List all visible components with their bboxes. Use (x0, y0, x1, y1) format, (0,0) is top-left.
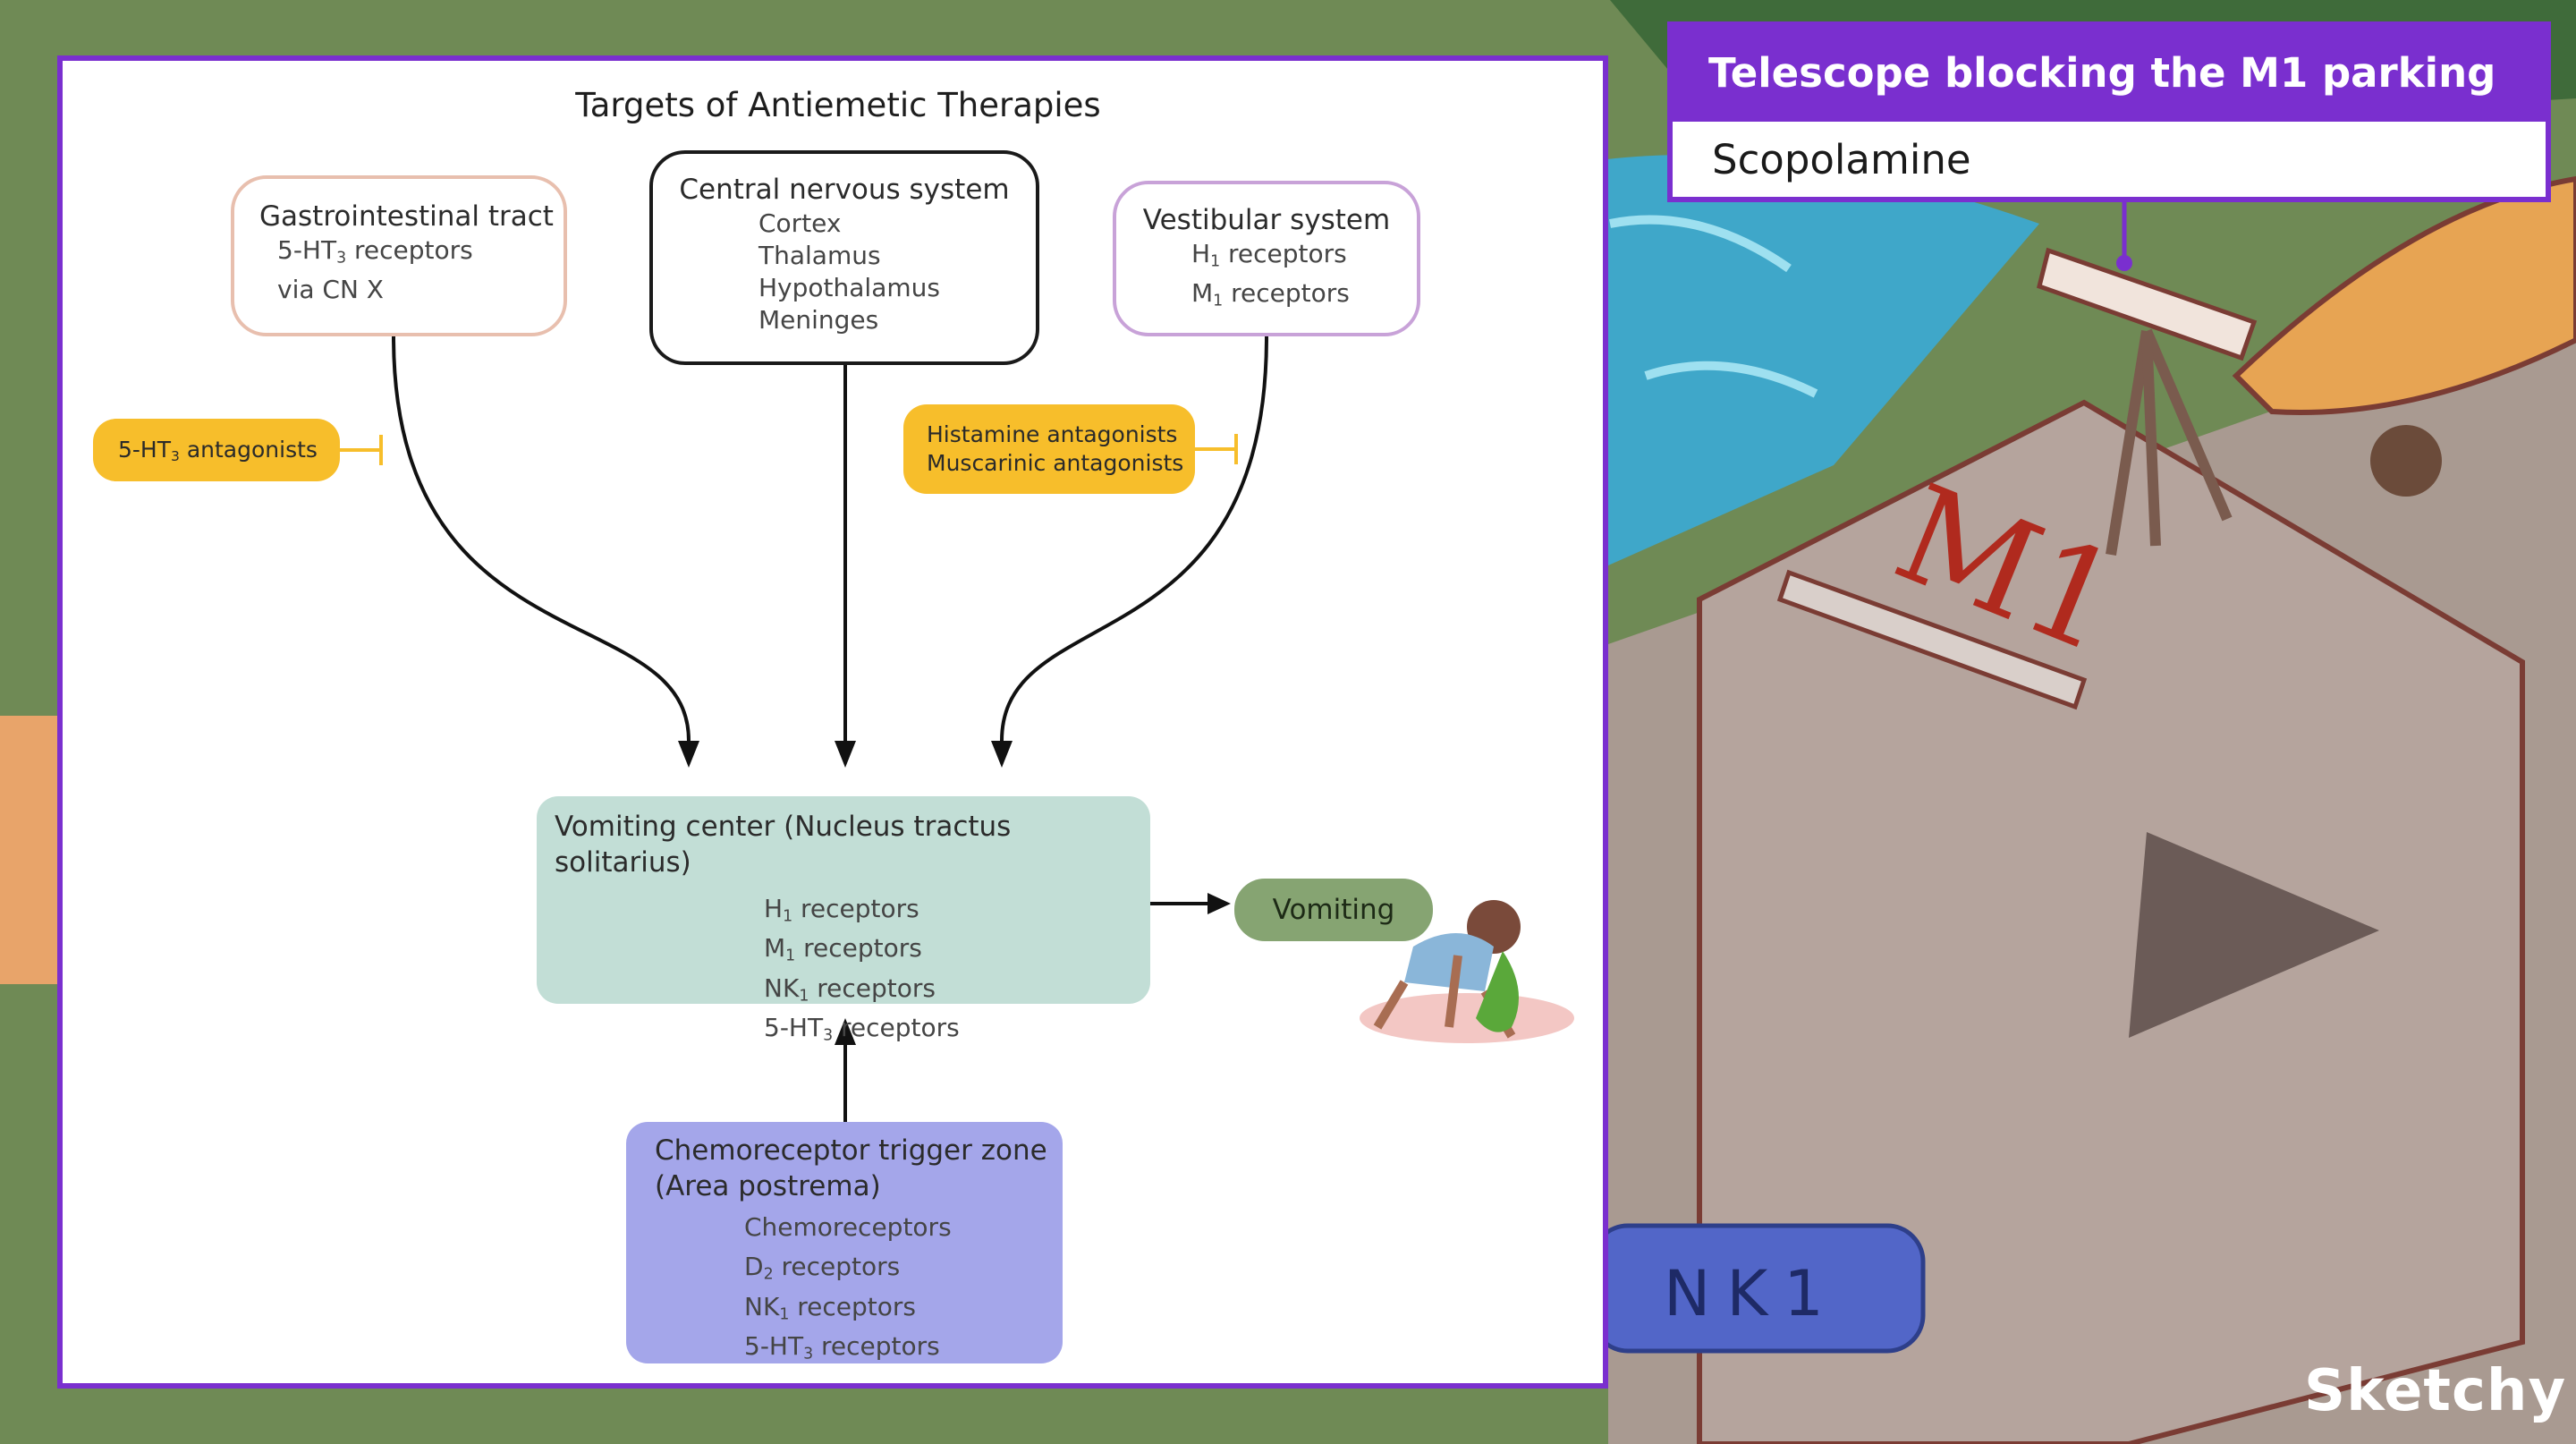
arrowhead-cns (835, 741, 856, 768)
vomiting-center-item: NK1 receptors (764, 973, 936, 1005)
parking-platform (1697, 399, 2525, 1444)
gi-tract-box: Gastrointestinal tract 5-HT3 receptors v… (231, 175, 567, 336)
arrowhead-vomiting (1208, 893, 1231, 914)
cns-item: Thalamus (758, 241, 881, 270)
parking-curb (1776, 569, 2088, 710)
gi-tract-item: via CN X (277, 275, 384, 305)
vomiting-center-box: Vomiting center (Nucleus tractus solitar… (537, 796, 1150, 1044)
telescope (2037, 247, 2258, 556)
caption-title: Telescope blocking the M1 parking spot (1673, 27, 2546, 190)
ctz-item: Chemoreceptors (744, 1212, 952, 1242)
diagram-card: Targets of Antiemetic Therapies Gastroin… (57, 55, 1608, 1389)
vomiting-label: Vomiting (1234, 879, 1433, 941)
vestibular-item: H1 receptors (1191, 239, 1347, 271)
ctz-box: Chemoreceptor trigger zone (Area postrem… (626, 1122, 1063, 1363)
drug-5ht3-antagonists: 5-HT3 antagonists (93, 419, 340, 481)
diagram-arrows (340, 336, 1574, 1122)
cns-box: Central nervous system Cortex Thalamus H… (649, 150, 1039, 365)
vomiting-center-item: M1 receptors (764, 933, 922, 965)
gi-tract-item: 5-HT3 receptors (277, 235, 473, 268)
arrowhead-ctz (835, 1018, 856, 1045)
gi-tract-title: Gastrointestinal tract (259, 200, 554, 233)
vestibular-box: Vestibular system H1 receptors M1 recept… (1113, 181, 1420, 336)
cns-item: Cortex (758, 208, 842, 238)
arrowhead-vest (991, 741, 1013, 768)
cns-title: Central nervous system (679, 174, 1010, 206)
platform-opening (2129, 832, 2379, 1038)
caption-box: Telescope blocking the M1 parking spot S… (1667, 21, 2551, 202)
vestibular-item: M1 receptors (1191, 278, 1350, 310)
brand-logo: Sketchy (2304, 1358, 2567, 1424)
caption-pointer (2116, 202, 2132, 271)
vomiting-center-item: 5-HT3 receptors (764, 1012, 960, 1045)
drug-histamine-label: Histamine antagonists (927, 421, 1178, 447)
ctz-item: 5-HT3 receptors (744, 1330, 940, 1363)
boat-wheel (2370, 425, 2442, 497)
vestibular-title: Vestibular system (1142, 204, 1391, 236)
water-ripples (1609, 215, 1818, 398)
arrowhead-gi (678, 741, 699, 768)
vomiting-figure-illustration (1360, 900, 1574, 1043)
arrow-gi-to-vc (392, 336, 691, 742)
ctz-item: NK1 receptors (744, 1291, 916, 1323)
ctz-title-line2: (Area postrema) (655, 1170, 881, 1202)
left-sign (0, 716, 57, 984)
drug-muscarinic-label: Muscarinic antagonists (927, 450, 1184, 476)
water (1592, 155, 2039, 573)
vomiting-center-title: Vomiting center (Nucleus tractus solitar… (555, 811, 1012, 879)
arrow-vest-to-vc (1000, 336, 1268, 742)
caption-term: Scopolamine (1712, 136, 1971, 183)
scene-nk1-label: NK1 (1664, 1257, 1840, 1330)
vomiting-center-item: H1 receptors (764, 894, 919, 926)
ctz-item: D2 receptors (744, 1252, 901, 1284)
drug-histamine-muscarinic-antagonists: Histamine antagonists Muscarinic antagon… (903, 404, 1195, 494)
cns-item: Meninges (758, 305, 879, 335)
cns-item: Hypothalamus (758, 273, 940, 302)
ctz-title-line1: Chemoreceptor trigger zone (655, 1134, 1047, 1167)
diagram-title: Targets of Antiemetic Therapies (575, 86, 1101, 124)
